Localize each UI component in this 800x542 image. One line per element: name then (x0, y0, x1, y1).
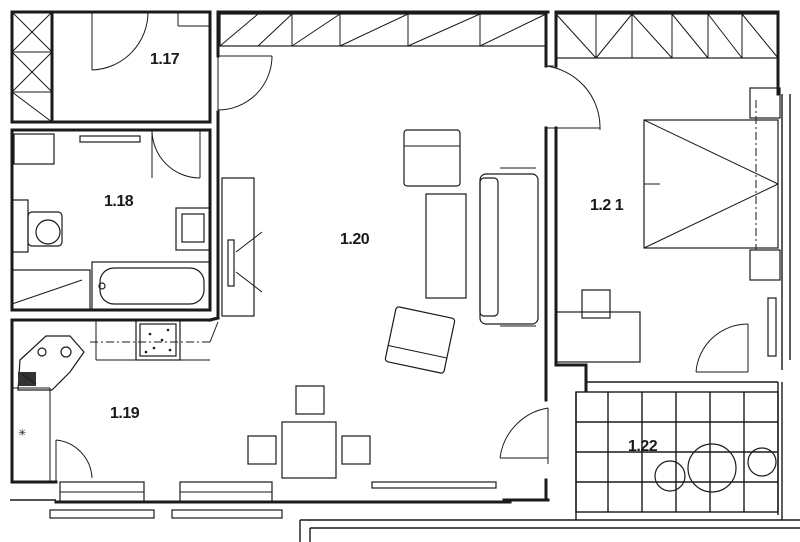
room-label-1-22: 1.22 (628, 438, 658, 455)
door-living-to-hall (217, 55, 273, 111)
room-label-1-18: 1.18 (104, 193, 134, 210)
svg-text:✳: ✳ (18, 428, 26, 439)
door-kitchen (55, 439, 93, 482)
bedroom-furniture (555, 87, 781, 363)
door-balcony-living (499, 407, 549, 464)
wardrobe-top-living (219, 13, 547, 47)
walls (10, 10, 800, 542)
wardrobe-left (11, 11, 53, 123)
room-labels: 1.17 1.18 1.19 1.20 1.2 1 1.22 (104, 51, 658, 455)
room-label-1-19: 1.19 (110, 405, 140, 422)
door-bedroom (545, 65, 601, 130)
room-label-1-17: 1.17 (150, 51, 180, 68)
door-balcony-bedroom (695, 323, 749, 373)
wardrobe-top-bedroom (555, 13, 779, 59)
windows (10, 481, 283, 519)
bathroom-fixtures (11, 133, 211, 311)
balcony-tiles (576, 392, 778, 512)
living-furniture (221, 129, 539, 489)
room-label-1-21: 1.2 1 (590, 197, 624, 214)
closet-door-117 (91, 11, 211, 71)
door-bathroom (151, 129, 201, 179)
room-label-1-20: 1.20 (340, 231, 370, 248)
kitchen-fixtures: ✳ (12, 319, 219, 482)
